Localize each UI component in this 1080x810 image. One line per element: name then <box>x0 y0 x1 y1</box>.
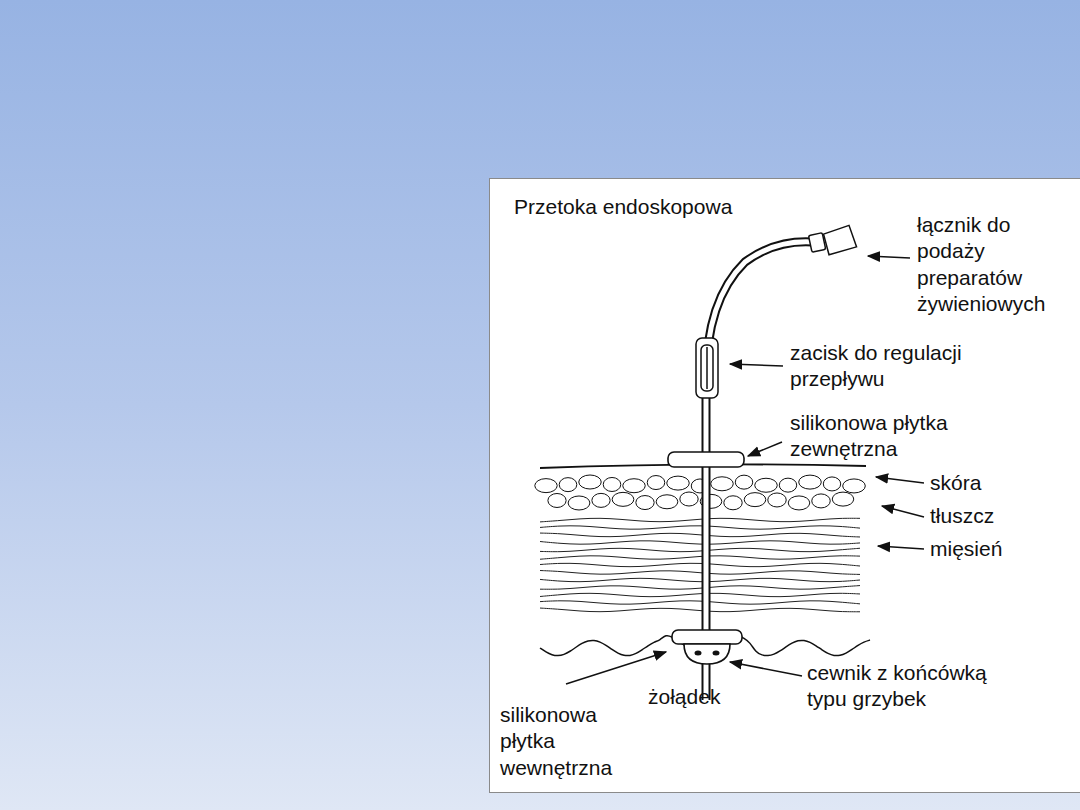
part-label: mięsień <box>930 536 1050 562</box>
fat-lobule <box>579 475 601 489</box>
fat-lobule <box>843 479 866 493</box>
flow-clamp <box>696 338 718 398</box>
fat-layer <box>535 475 866 510</box>
fat-lobule <box>647 476 665 490</box>
fat-lobule <box>568 496 590 510</box>
internal-plate <box>672 630 742 644</box>
fat-lobule <box>735 475 752 489</box>
muscle-fibre <box>540 586 860 590</box>
fat-lobule <box>612 492 634 506</box>
muscle-fibre <box>540 526 860 529</box>
fat-lobule <box>812 494 830 508</box>
fat-lobule <box>744 493 766 507</box>
figure-title: Przetoka endoskopowa <box>514 195 732 219</box>
muscle-fibre <box>540 563 860 566</box>
part-label: silikonowa płytka zewnętrzna <box>790 410 985 463</box>
part-label: silikonowa płytka wewnętrzna <box>500 702 625 781</box>
muscle-fibre <box>540 593 860 596</box>
fat-lobule <box>823 477 840 491</box>
fat-lobule <box>779 478 796 492</box>
fat-lobule <box>656 495 678 509</box>
part-label: łącznik do podaży preparatów żywieniowyc… <box>917 212 1037 317</box>
muscle-fibre <box>540 533 860 537</box>
part-label: cewnik z końcówką typu grzybek <box>807 660 1032 713</box>
fat-lobule <box>667 476 690 490</box>
muscle-fibre <box>540 518 860 522</box>
fat-lobule <box>788 496 810 510</box>
muscle-fibre <box>540 608 860 612</box>
feeding-connector <box>808 225 856 255</box>
part-label: skóra <box>930 470 1050 496</box>
fat-lobule <box>680 492 698 506</box>
fat-lobule <box>548 493 566 507</box>
fat-lobule <box>592 493 610 507</box>
fat-lobule <box>603 477 621 491</box>
part-label: żołądek <box>648 684 758 710</box>
muscle-fibre <box>540 548 860 551</box>
muscle-fibre <box>540 556 860 559</box>
muscle-fibre <box>540 578 860 581</box>
fat-lobule <box>768 493 786 507</box>
external-plate <box>668 452 744 467</box>
fat-lobule <box>724 496 742 510</box>
tip-hole <box>713 651 720 656</box>
fat-lobule <box>559 478 577 492</box>
fat-lobule <box>535 479 557 493</box>
tip-hole <box>695 651 702 656</box>
muscle-fibre <box>540 541 860 544</box>
muscle-fibre <box>540 601 860 604</box>
fat-lobule <box>636 496 654 510</box>
fat-lobule <box>799 475 822 489</box>
part-label: tłuszcz <box>930 503 1050 529</box>
part-label: zacisk do regulacji przepływu <box>790 340 1000 393</box>
muscle-fibre <box>540 571 860 575</box>
fat-lobule <box>711 477 734 491</box>
mushroom-tip <box>684 644 730 664</box>
fat-lobule <box>623 479 645 493</box>
fat-lobule <box>832 492 853 506</box>
fat-lobule <box>755 478 778 492</box>
leader-arrows <box>566 256 924 684</box>
muscle-layer <box>540 518 860 611</box>
